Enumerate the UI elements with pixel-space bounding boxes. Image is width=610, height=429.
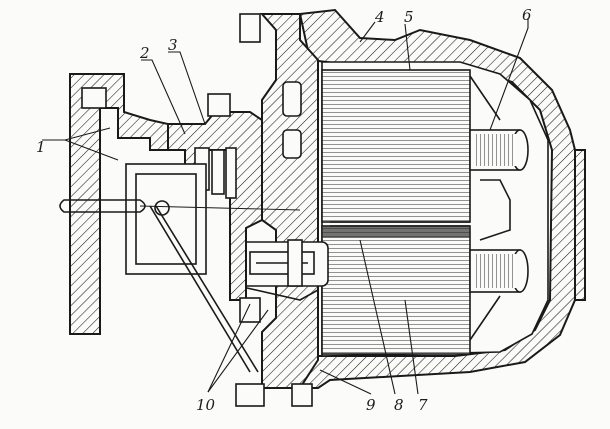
rotor-shaft (322, 226, 470, 238)
label-7: 7 (418, 396, 428, 414)
label-5: 5 (404, 8, 414, 26)
label-3: 3 (168, 36, 178, 54)
housing-boss (575, 150, 585, 300)
stator-core (322, 70, 470, 354)
left-cover (70, 74, 206, 334)
label-1: 1 (36, 138, 46, 156)
label-9: 9 (366, 396, 376, 414)
end-shield (262, 14, 318, 388)
label-8: 8 (394, 396, 404, 414)
label-6: 6 (522, 6, 532, 24)
label-4: 4 (374, 8, 385, 26)
label-10: 10 (196, 396, 216, 414)
label-2: 2 (139, 44, 150, 62)
